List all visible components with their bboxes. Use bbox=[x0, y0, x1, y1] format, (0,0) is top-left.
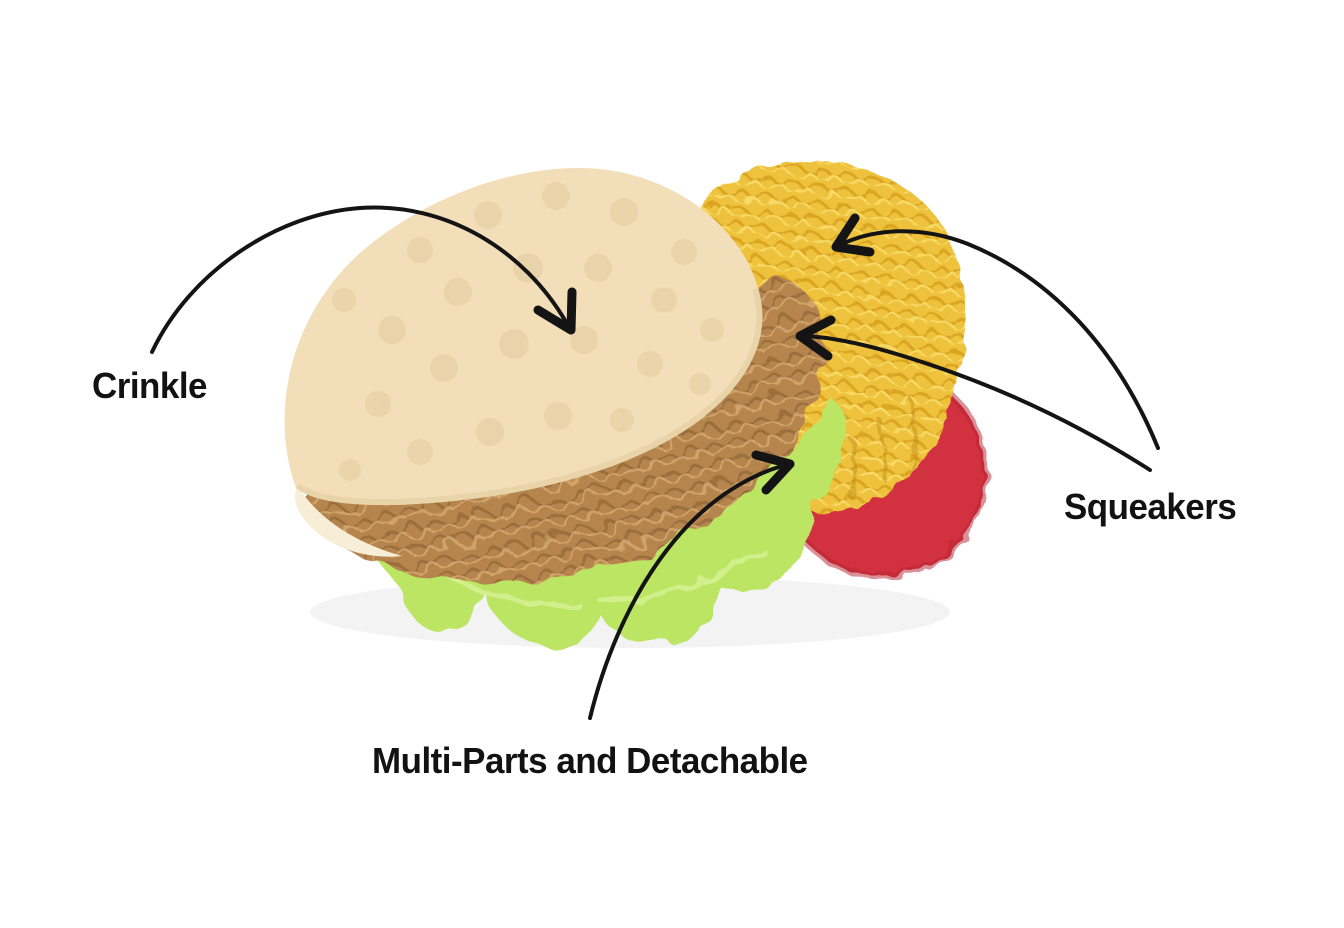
multi-parts-arrow bbox=[588, 450, 795, 720]
tortilla-inner-fold bbox=[295, 486, 402, 557]
crinkle-label: Crinkle bbox=[92, 365, 207, 406]
annotation-arrows bbox=[150, 205, 1160, 720]
tortilla-shell bbox=[284, 168, 763, 506]
squeakers-arrow-top bbox=[831, 213, 1160, 450]
multi-parts-arrowhead-icon bbox=[751, 450, 795, 495]
squeakers-arrowhead-top-icon bbox=[831, 213, 875, 257]
multi-parts-label: Multi-Parts and Detachable bbox=[372, 740, 808, 781]
squeakers-arrowhead-bottom-icon bbox=[795, 315, 836, 361]
squeakers-label: Squeakers bbox=[1064, 486, 1237, 527]
tortilla-dimples bbox=[332, 182, 724, 481]
crinkle-arrow bbox=[150, 205, 577, 354]
crinkle-arrowhead-icon bbox=[533, 287, 577, 335]
squeakers-arrow-bottom bbox=[795, 315, 1152, 472]
